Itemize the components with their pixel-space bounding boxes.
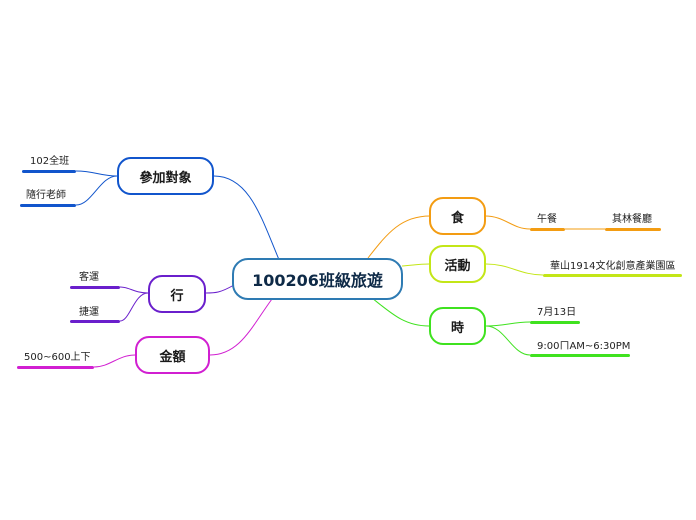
branch-transport-label: 行 <box>170 288 184 304</box>
branch-cost-label: 金額 <box>159 349 186 365</box>
leaf-activity-venue[interactable]: 華山1914文化創意產業園區 <box>550 261 676 272</box>
leaf-underline <box>543 274 682 277</box>
leaf-time-hours[interactable]: 9:00ㄇAM~6:30PM <box>537 341 631 352</box>
branch-food[interactable]: 食 <box>429 197 486 235</box>
leaf-underline <box>70 320 120 323</box>
leaf-underline <box>22 170 76 173</box>
leaf-underline <box>17 366 94 369</box>
branch-transport[interactable]: 行 <box>148 275 206 313</box>
central-topic[interactable]: 100206班級旅遊 <box>232 258 403 300</box>
leaf-food-lunch[interactable]: 午餐 <box>537 214 557 225</box>
leaf-transport-bus[interactable]: 客運 <box>79 272 99 283</box>
leaf-participants-teachers[interactable]: 隨行老師 <box>26 190 66 201</box>
leaf-underline <box>20 204 76 207</box>
leaf-cost-amount[interactable]: 500~600上下 <box>24 352 91 363</box>
branch-participants[interactable]: 參加對象 <box>117 157 214 195</box>
branch-participants-label: 參加對象 <box>139 170 192 186</box>
leaf-underline <box>530 228 565 231</box>
leaf-underline <box>530 354 630 357</box>
central-topic-label: 100206班級旅遊 <box>252 271 383 290</box>
branch-food-label: 食 <box>450 210 464 226</box>
leaf-underline <box>70 286 120 289</box>
branch-activity[interactable]: 活動 <box>429 245 486 283</box>
leaf-underline <box>530 321 580 324</box>
branch-time[interactable]: 時 <box>429 307 486 345</box>
leaf-transport-mrt[interactable]: 捷運 <box>79 307 99 318</box>
branch-activity-label: 活動 <box>444 258 471 274</box>
leaf-food-restaurant[interactable]: 其林餐廳 <box>612 214 652 225</box>
leaf-underline <box>605 228 661 231</box>
branch-time-label: 時 <box>450 320 464 336</box>
branch-cost[interactable]: 金額 <box>135 336 210 374</box>
leaf-time-date[interactable]: 7月13日 <box>537 307 577 318</box>
leaf-participants-class[interactable]: 102全班 <box>30 156 70 167</box>
